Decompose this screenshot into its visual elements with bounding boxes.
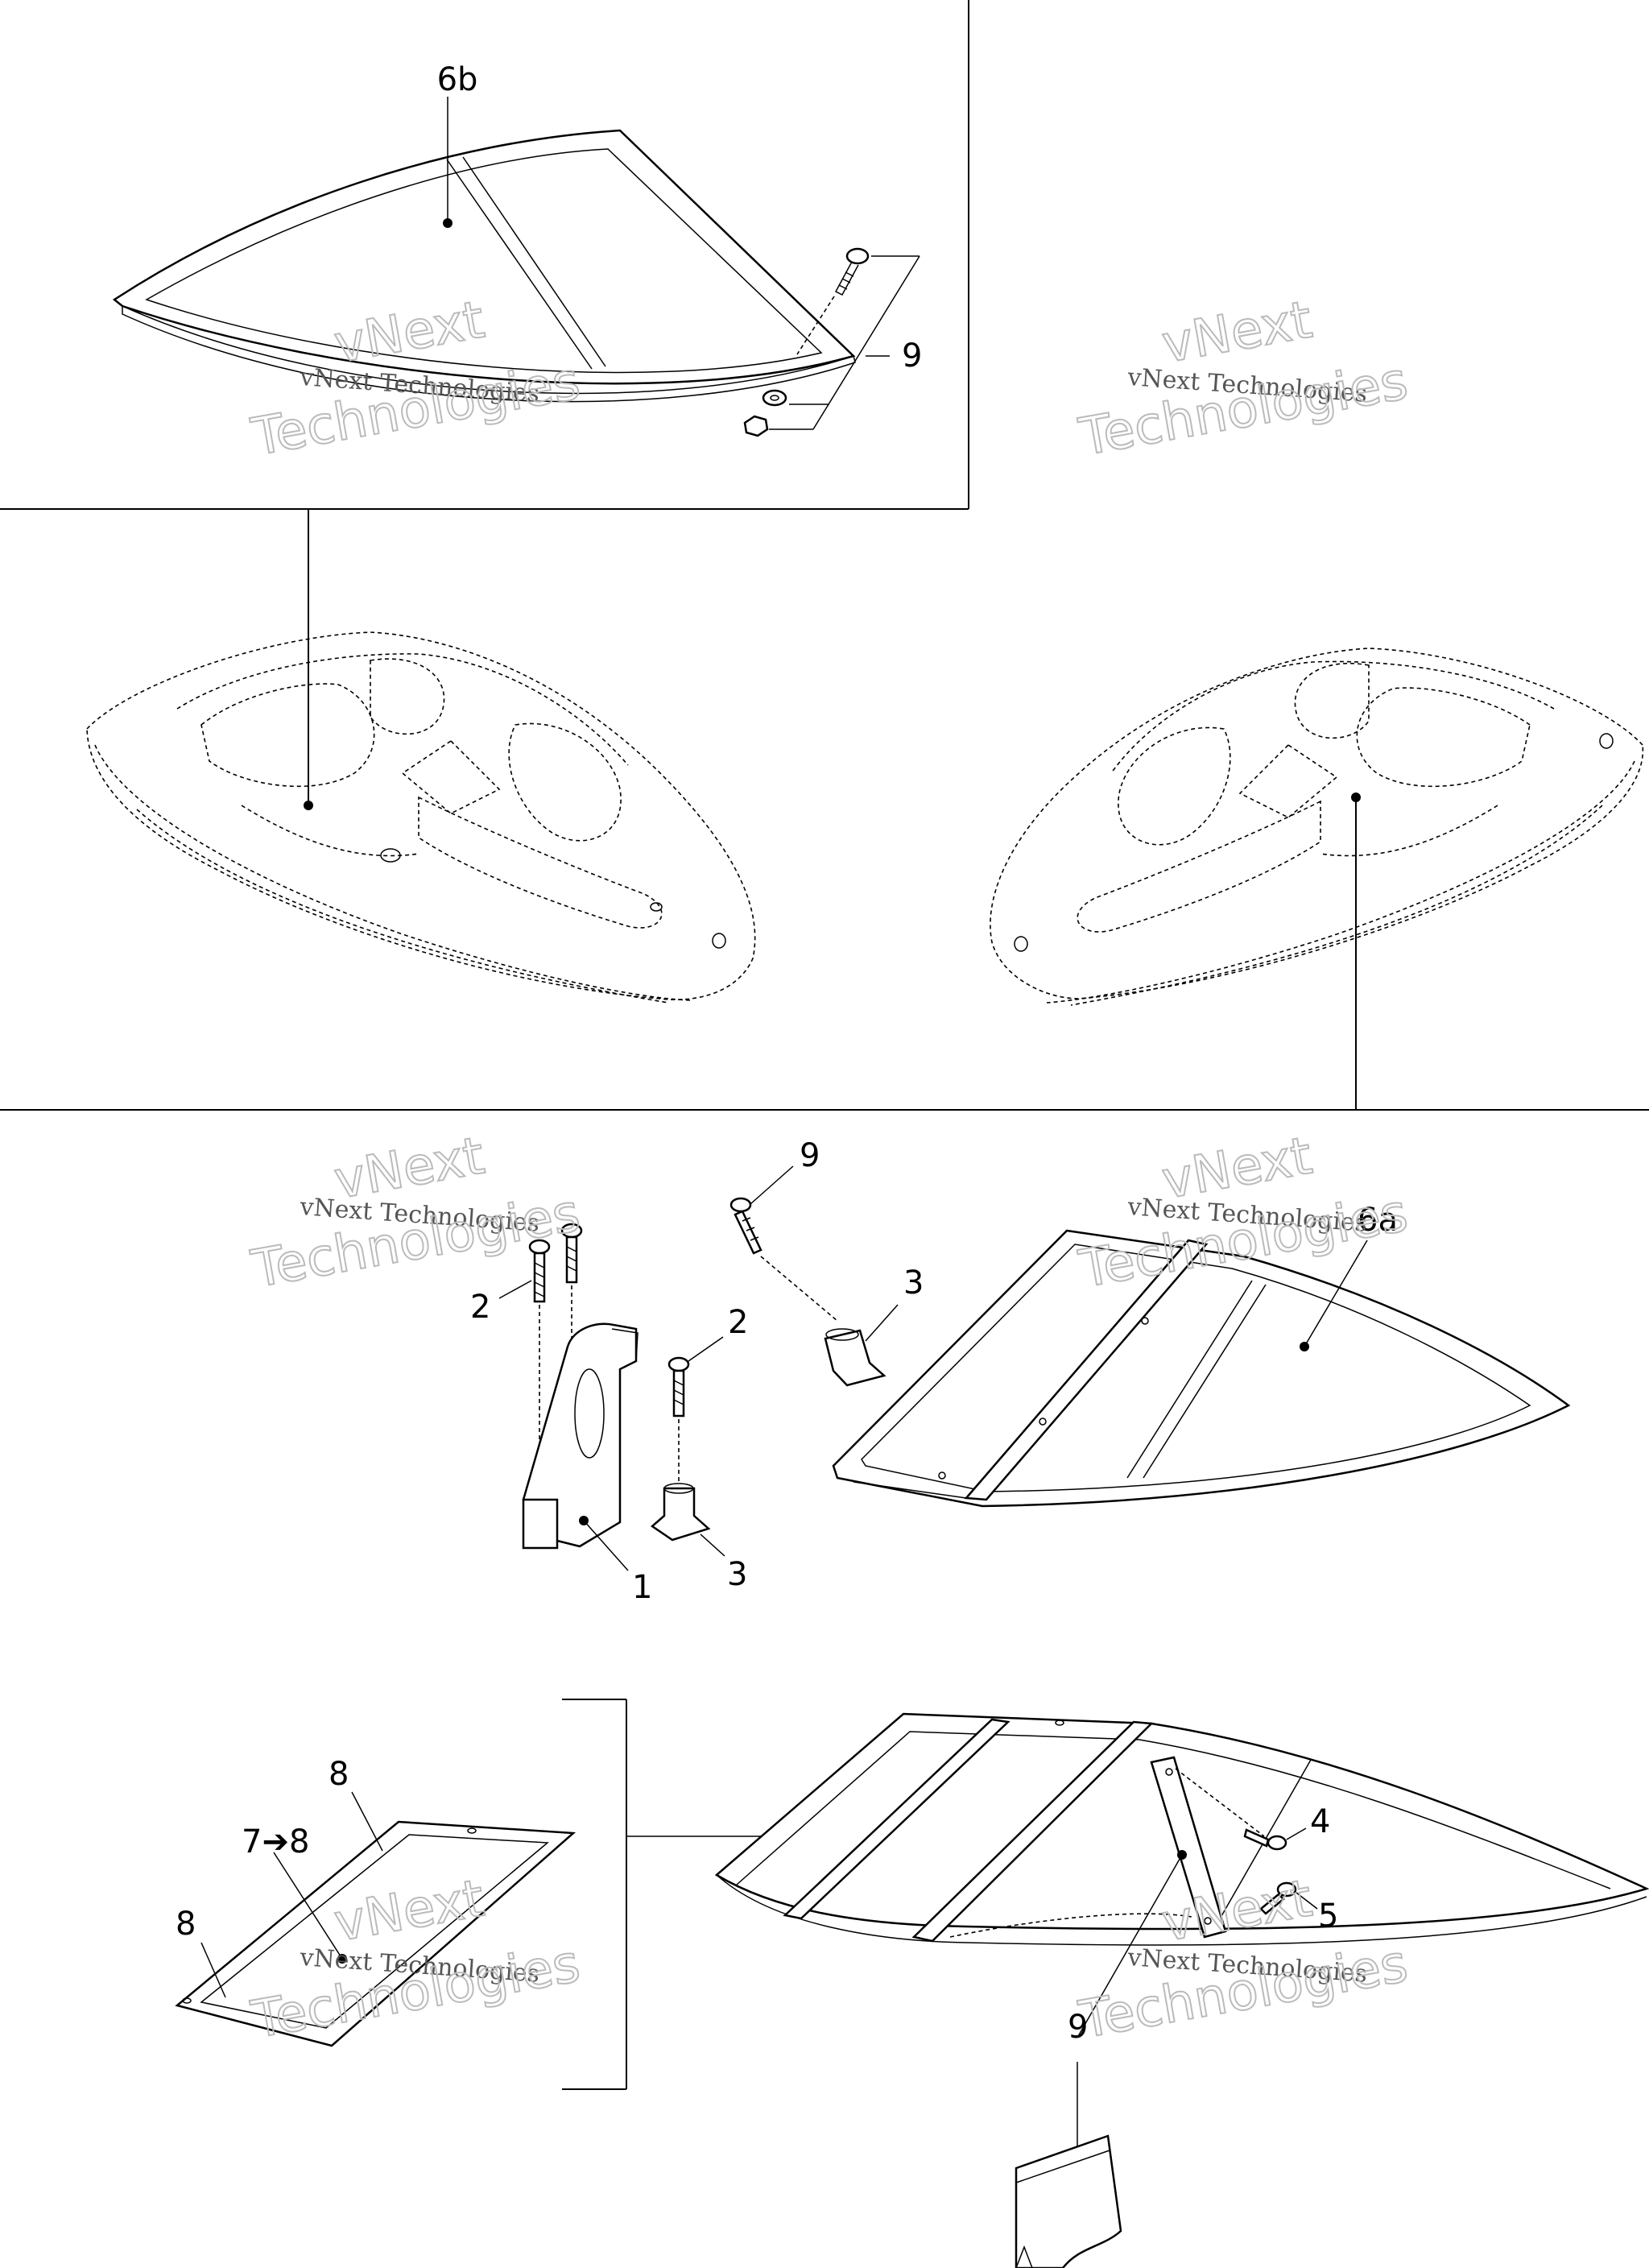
screw-icon: [667, 1356, 690, 1418]
panel-borders: [0, 0, 1649, 1111]
callout-3-mid: 3: [727, 1556, 747, 1593]
screw-icon: [528, 1239, 551, 1303]
callout-9-bottom: 9: [1068, 2009, 1088, 2046]
hinge-assembly: 1 2: [470, 1223, 652, 1606]
watermark-top-right: vNext vNext Technologies Technologies: [1074, 289, 1413, 469]
hardware-group-9-top: 9: [743, 247, 922, 437]
watermark-mid-right: vNext vNext Technologies Technologies: [1074, 1125, 1413, 1301]
screw-icon: [834, 247, 870, 296]
callout-6a: 6a: [1358, 1202, 1398, 1239]
washer-icon: [762, 389, 787, 407]
frame-7-8-assembly: 7➔8 8 8: [175, 1699, 948, 2090]
callout-8-left: 8: [176, 1906, 196, 1943]
callout-9-top: 9: [902, 337, 922, 375]
nut-icon: [743, 415, 769, 437]
svg-text:vNext: vNext: [1158, 290, 1316, 375]
windshield-6a: 6a: [832, 1202, 1571, 1508]
marker-6b-boat: [304, 801, 313, 810]
callout-2-left: 2: [470, 1289, 490, 1326]
windshield-6b: 6b: [112, 61, 856, 403]
callout-8-top: 8: [329, 1756, 349, 1793]
boat-left-dotted: [86, 631, 756, 1004]
callout-3-right: 3: [903, 1264, 924, 1302]
callout-2-mid: 2: [728, 1304, 748, 1341]
base-right-assembly: 9 3: [729, 1137, 924, 1387]
screw-icon: [1259, 1881, 1297, 1915]
svg-text:Technologies: Technologies: [1075, 351, 1412, 467]
callout-1: 1: [632, 1569, 652, 1606]
bag-9-bottom: 9: [1015, 2009, 1122, 2268]
callout-5: 5: [1318, 1898, 1338, 1935]
windshield-assembled: 4 5: [714, 1712, 1649, 2038]
boat-right-dotted: [990, 648, 1644, 1006]
screw-icon: [729, 1197, 763, 1255]
callout-7-8: 7➔8: [242, 1823, 309, 1860]
base-mid-assembly: 2 3: [650, 1304, 748, 1593]
screw-icon: [1243, 1828, 1287, 1851]
callout-6b: 6b: [437, 61, 478, 98]
callout-9-mid: 9: [800, 1137, 820, 1174]
screw-icon: [560, 1223, 583, 1284]
callout-4: 4: [1310, 1803, 1330, 1840]
marker-6a-boat: [1351, 793, 1361, 802]
